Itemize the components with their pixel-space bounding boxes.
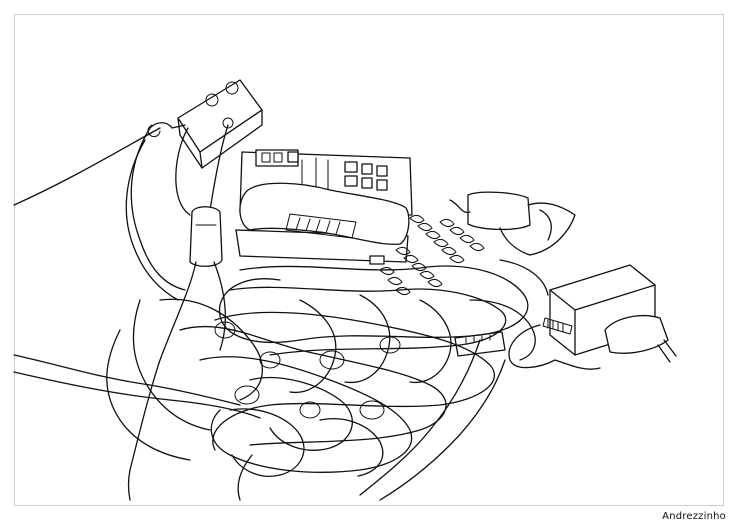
cable-tangle <box>106 259 549 501</box>
outlet-cable <box>175 124 229 216</box>
telephone-handset <box>239 182 410 265</box>
power-adapter <box>508 264 677 370</box>
cable-splitter <box>129 206 227 471</box>
wall-outlet <box>147 79 263 169</box>
left-cables <box>13 127 261 419</box>
artist-signature: Andrezzinho <box>662 511 726 522</box>
small-device <box>449 191 576 256</box>
coiled-cord <box>379 214 485 296</box>
